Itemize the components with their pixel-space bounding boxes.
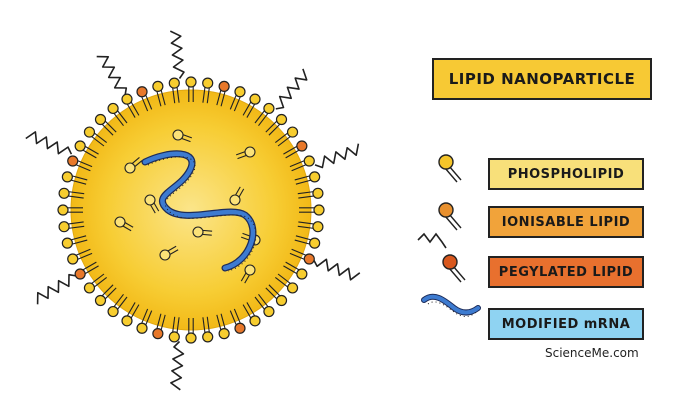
peg-tail (36, 273, 77, 305)
phospholipid-head (249, 93, 261, 105)
phospholipid-head (275, 113, 288, 126)
lipid-tail (452, 265, 466, 281)
phospholipid-head (313, 204, 325, 216)
phospholipid-head (152, 80, 164, 92)
phospholipid-head (58, 221, 70, 233)
phospholipid-head (263, 102, 275, 115)
lipid-tail (444, 215, 458, 231)
phospholipid-head (168, 331, 180, 343)
phospholipid-head (94, 294, 107, 307)
title-label: LIPID NANOPARTICLE (432, 58, 652, 100)
phospholipid-head (229, 194, 241, 206)
peg-tail (314, 143, 360, 169)
pegylated-lipid-icon (442, 254, 466, 283)
phospholipid-head (61, 237, 73, 249)
phospholipid-head (218, 328, 230, 340)
legend-label-pegylated-lipid: PEGYLATED LIPID (488, 256, 644, 288)
lipid-tail (448, 267, 462, 283)
peg-tail (25, 131, 73, 155)
phospholipid-head (74, 140, 86, 152)
peg-tail (275, 68, 308, 110)
lipid-nanoparticle (25, 30, 361, 391)
phospholipid-head (309, 171, 321, 183)
ionisable-lipid-head (74, 268, 86, 280)
phospholipid-head (67, 253, 79, 265)
mrna-strand (142, 151, 256, 271)
ionisable-lipid-head (218, 80, 230, 92)
phospholipid-head (121, 315, 133, 327)
phospholipid-head (58, 187, 70, 199)
phospholipid-head (144, 194, 156, 206)
phospholipid-icon (438, 154, 462, 183)
phospholipid-head (312, 221, 324, 233)
phospholipid-head (249, 315, 261, 327)
phospholipid-head (234, 86, 246, 98)
ionisable-lipid-head (296, 140, 308, 152)
phospholipid-head (185, 332, 197, 344)
phospholipid-head (107, 305, 119, 318)
phospholipid-head (244, 264, 256, 276)
phospholipid-head (94, 113, 107, 126)
phospholipid-head (83, 126, 96, 138)
phospholipid-head (275, 294, 288, 307)
phospholipid-head (244, 146, 256, 158)
phospholipid-head (185, 76, 197, 88)
phospholipid-head (312, 187, 324, 199)
phospholipid-head (168, 77, 180, 89)
ionisable-lipid-head (136, 86, 148, 98)
mrna-bases (147, 156, 257, 272)
phospholipid-head (303, 155, 315, 167)
mrna-icon (422, 294, 480, 315)
legend-label-phospholipid: PHOSPHOLIPID (488, 158, 644, 190)
phospholipid-head (286, 126, 299, 138)
phospholipid-head (124, 162, 136, 174)
lipid-tail (444, 167, 458, 183)
phospholipid-head (114, 216, 126, 228)
peg-chain (417, 232, 447, 249)
phospholipid-head (121, 93, 133, 105)
particle-core (70, 89, 312, 331)
phospholipid-head (202, 331, 214, 343)
legend-icons (417, 154, 481, 317)
phospholipid-head (296, 268, 308, 280)
lipid-head (438, 154, 454, 170)
ionisable-lipid-head (303, 253, 315, 265)
peg-tail (312, 258, 361, 281)
phospholipid-head (107, 102, 119, 115)
ionisable-lipid-icon (438, 202, 462, 231)
legend-label-ionisable-lipid: IONISABLE LIPID (488, 206, 644, 238)
phospholipid-head (309, 237, 321, 249)
ionisable-lipid-head (234, 322, 246, 334)
phospholipid-head (202, 77, 214, 89)
peg-tail (169, 30, 185, 79)
legend-label-modified-mrna: MODIFIED mRNA (488, 308, 644, 340)
ionisable-lipid-head (152, 328, 164, 340)
phospholipid-head (286, 282, 299, 294)
phospholipid-head (57, 204, 69, 216)
ionisable-lipid-head (67, 155, 79, 167)
phospholipid-head (61, 171, 73, 183)
lipid-tail (448, 213, 462, 229)
peg-tail (96, 55, 128, 96)
phospholipid-head (263, 305, 275, 318)
credit-text: ScienceMe.com (545, 346, 639, 360)
phospholipid-head (83, 282, 96, 294)
phospholipid-head (192, 226, 204, 238)
phospholipid-head (136, 322, 148, 334)
lipid-head (438, 202, 454, 218)
lipid-head (442, 254, 458, 270)
phospholipid-head (172, 129, 184, 141)
peg-tail (170, 340, 185, 391)
lipid-tail (448, 165, 462, 181)
phospholipid-head (159, 249, 171, 261)
